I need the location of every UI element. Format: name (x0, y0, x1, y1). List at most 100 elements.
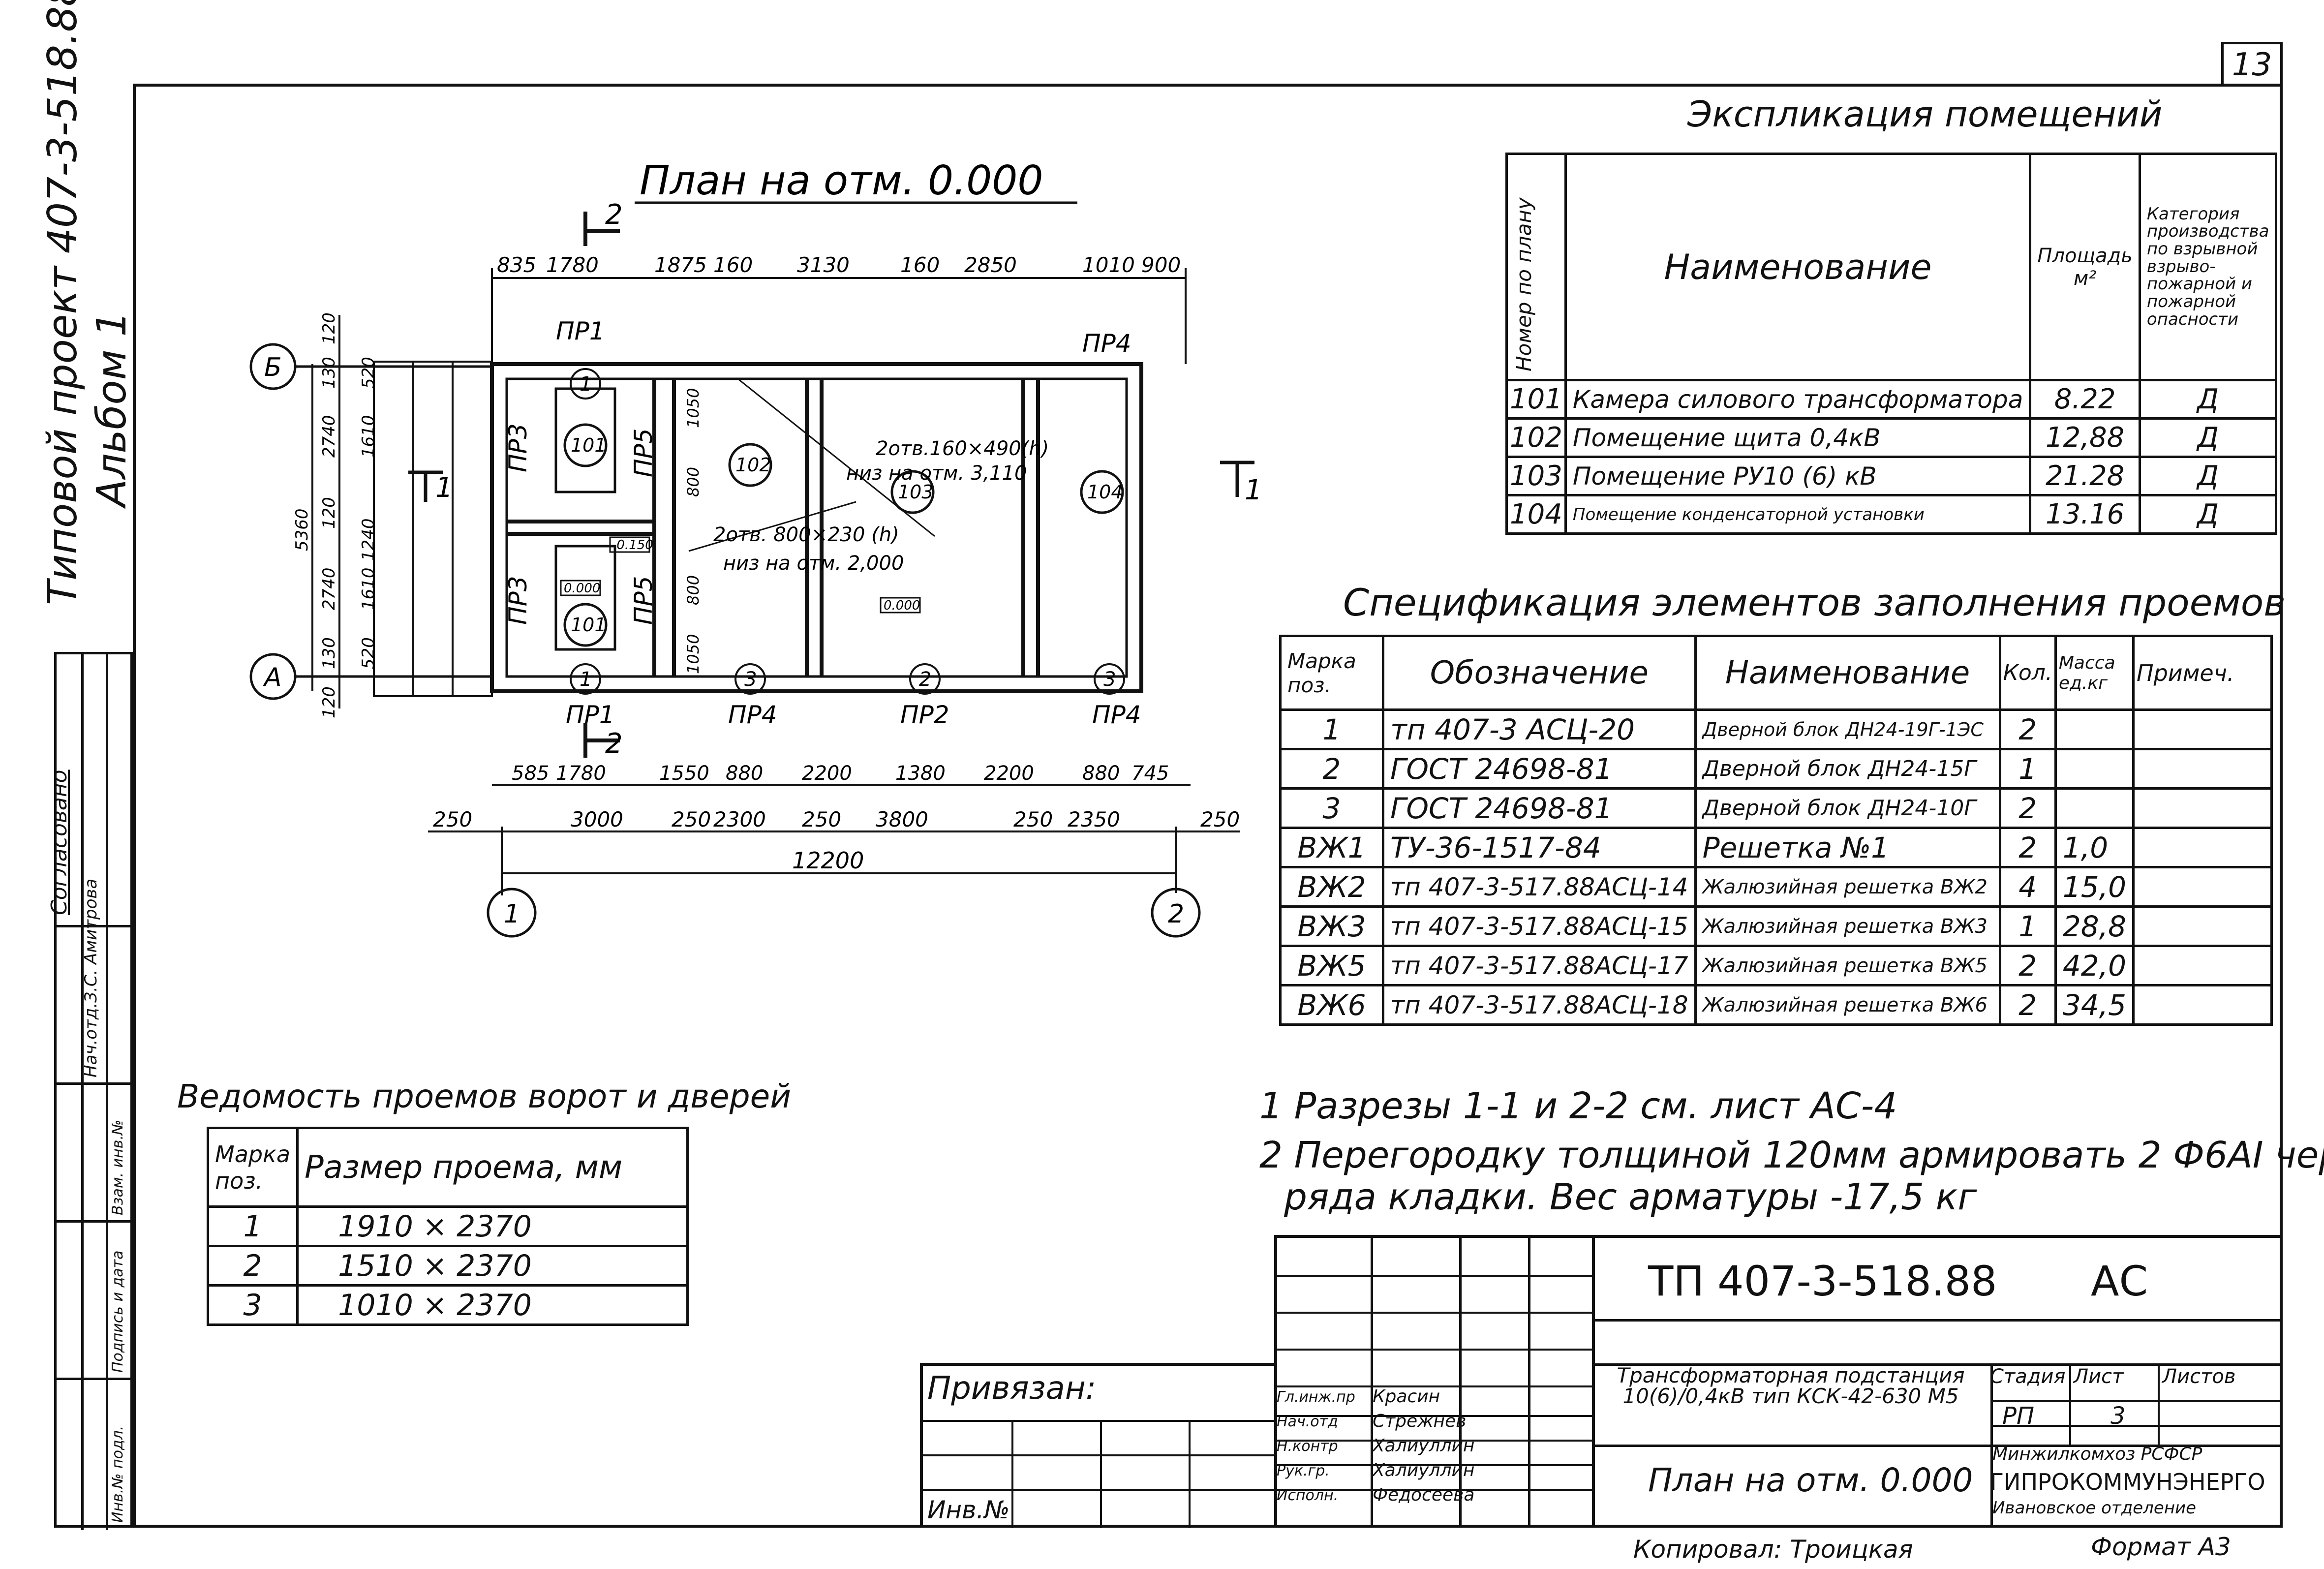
sheet-title: План на отм. 0.000 (1648, 1461, 1973, 1499)
bottom-dimensions-2: 250 3000 250 2300 250 3800 250 2350 250 (433, 807, 1240, 831)
bot1-dim-2: 1550 (659, 762, 709, 785)
bot2-dim-3: 2300 (713, 807, 766, 831)
spec-row: ВЖ3 тп 407-3-517.88АСЦ-15 Жалюзийная реш… (1279, 905, 2273, 947)
opening-pr3-b: ПР3 (504, 576, 532, 625)
room-numbers: 101 101 102 103 104 (571, 434, 1123, 636)
doc-code: ТП 407-3-518.88 (1648, 1257, 1997, 1305)
hole-note-2: 2отв. 800×230 (h) (713, 523, 899, 546)
opening-pr1-top: ПР1 (556, 317, 605, 345)
role-3: Рук.гр. (1277, 1462, 1330, 1479)
role-2: Н.контр (1277, 1438, 1338, 1455)
explication-table: Номер по плану Наименование Площадь м² К… (1505, 153, 2278, 535)
top-dim-6: 2850 (964, 253, 1017, 277)
top-dim-7: 1010 (1082, 253, 1135, 277)
doors-row: 1 1910 × 2370 (206, 1205, 689, 1247)
explication-h-category: Категория производства по взрывной взрыв… (2138, 153, 2278, 381)
name-1: Стрежнев (1373, 1411, 1467, 1431)
explication-row: 103 Помещение РУ10 (6) кВ 21.28 Д (1505, 456, 2278, 496)
top-dim-3: 160 (713, 253, 753, 277)
stage-value: РП (2002, 1402, 2035, 1430)
room-101-a: 101 (571, 434, 607, 456)
left-dim-1: 130 (319, 357, 339, 389)
inner-dims: 1050 800 800 1050 (684, 388, 703, 674)
levels: -0.150 0.000 0.000 (560, 536, 921, 614)
spec-row: 2 ГОСТ 24698-81 Дверной блок ДН24-15Г 1 (1279, 748, 2273, 790)
bot1-dim-4: 2200 (802, 762, 852, 785)
note-2: 2 Перегородку толщиной 120мм армировать … (1259, 1134, 2324, 1176)
doors-row: 2 1510 × 2370 (206, 1245, 689, 1287)
section-mark-top: 2 (583, 199, 623, 246)
room-101-b: 101 (571, 614, 607, 636)
section-1-left: 1 (435, 472, 453, 504)
org-line3: Ивановское отделение (1992, 1498, 2197, 1518)
role-0: Гл.инж.пр (1277, 1388, 1355, 1406)
title-block (1274, 1235, 2283, 1528)
room-markers (563, 423, 1124, 647)
role-1: Нач.отд (1277, 1413, 1338, 1430)
opening-pr2-bottom: ПР2 (900, 701, 949, 729)
paper-format: Формат А3 (2091, 1533, 2231, 1561)
room-104: 104 (1087, 481, 1123, 503)
top-dim-1: 1780 (546, 253, 599, 277)
explication-h-area: Площадь м² (2029, 153, 2141, 381)
section-1-marks (408, 461, 1254, 502)
inner-dim-1050-b: 1050 (684, 634, 703, 674)
opening-pr3-a: ПР3 (504, 423, 532, 472)
level-zero-b: 0.000 (884, 598, 920, 613)
org-line1: Минжилкомхоз РСФСР (1992, 1444, 2202, 1464)
hole-note-2b: низ на отм. 2,000 (723, 552, 904, 575)
left-dim-12: 120 (319, 686, 339, 718)
org-line2: ГИПРОКОММУНЭНЕРГО (1990, 1469, 2265, 1495)
opening-pr4-bottom-1: ПР4 (728, 701, 777, 729)
opening-pr4-top: ПР4 (1082, 329, 1131, 358)
bot2-dim-8: 250 (1200, 807, 1240, 831)
axis-b: Б (264, 353, 282, 382)
spec-row: 1 тп 407-3 АСЦ-20 Дверной блок ДН24-19Г-… (1279, 708, 2273, 750)
hole-note-1: 2отв.160×490(h) (876, 437, 1049, 460)
top-dim-5: 160 (900, 253, 940, 277)
bot2-dim-2: 250 (672, 807, 711, 831)
bot2-dim-0: 250 (433, 807, 472, 831)
spec-row: ВЖ1 ТУ-36-1517-84 Решетка №1 2 1,0 (1279, 827, 2273, 868)
doors-header: Марка поз. Размер проема, мм (206, 1127, 689, 1208)
room-103: 103 (898, 481, 934, 503)
door-mark-3-b: 3 (1103, 668, 1116, 691)
total-dimension: 12200 (792, 847, 864, 874)
left-dim-6: 5360 (292, 508, 312, 551)
sheet-number: 13 (2232, 47, 2272, 83)
top-dimension-line (491, 268, 1187, 364)
doors-table: Марка поз. Размер проема, мм 1 1910 × 23… (206, 1127, 689, 1326)
spec-title: Спецификация элементов заполнения проемо… (1343, 581, 2286, 624)
sheet-number-box: 13 (2221, 42, 2283, 86)
inner-dim-1050-a: 1050 (684, 388, 703, 428)
inv-label: Инв.№ (927, 1496, 1010, 1524)
door-mark-3-a: 3 (744, 668, 757, 691)
explication-header: Номер по плану Наименование Площадь м² К… (1505, 153, 2278, 381)
door-mark-1-top: 1 (580, 373, 592, 396)
bottom-dimension-lines (428, 784, 1240, 895)
left-dim-4: 1610 (359, 415, 378, 458)
explication-h-name: Наименование (1564, 153, 2032, 381)
plan-title-text: План на отм. 0.000 (640, 157, 1043, 204)
walls (373, 361, 1143, 697)
bottom-dimensions-1: 585 1780 1550 880 2200 1380 2200 880 745 (512, 762, 1169, 785)
bot2-dim-6: 250 (1013, 807, 1053, 831)
explication-h-number: Номер по плану (1505, 153, 1567, 381)
axis-2: 2 (1168, 899, 1184, 929)
left-dim-7: 1240 (359, 518, 378, 561)
top-dim-8: 900 (1141, 253, 1181, 277)
name-3: Халиуллин (1373, 1460, 1475, 1480)
bot1-dim-6: 2200 (984, 762, 1034, 785)
hole-notes: 2отв.160×490(h) низ на отм. 3,110 2отв. … (713, 437, 1049, 575)
opening-labels: ПР1 ПР1 ПР4 ПР4 ПР2 ПР4 ПР3 ПР3 ПР5 ПР5 (504, 317, 1141, 729)
level-minus: -0.150 (612, 538, 653, 553)
left-dim-5: 120 (319, 497, 339, 529)
name-4: Федосеева (1373, 1485, 1475, 1505)
top-dim-4: 3130 (797, 253, 850, 277)
door-marks (570, 368, 1125, 695)
left-dim-3: 2740 (319, 415, 339, 458)
left-dim-9: 1610 (359, 567, 378, 610)
axis-markers (249, 343, 1201, 938)
opening-pr4-bottom-2: ПР4 (1092, 701, 1141, 729)
